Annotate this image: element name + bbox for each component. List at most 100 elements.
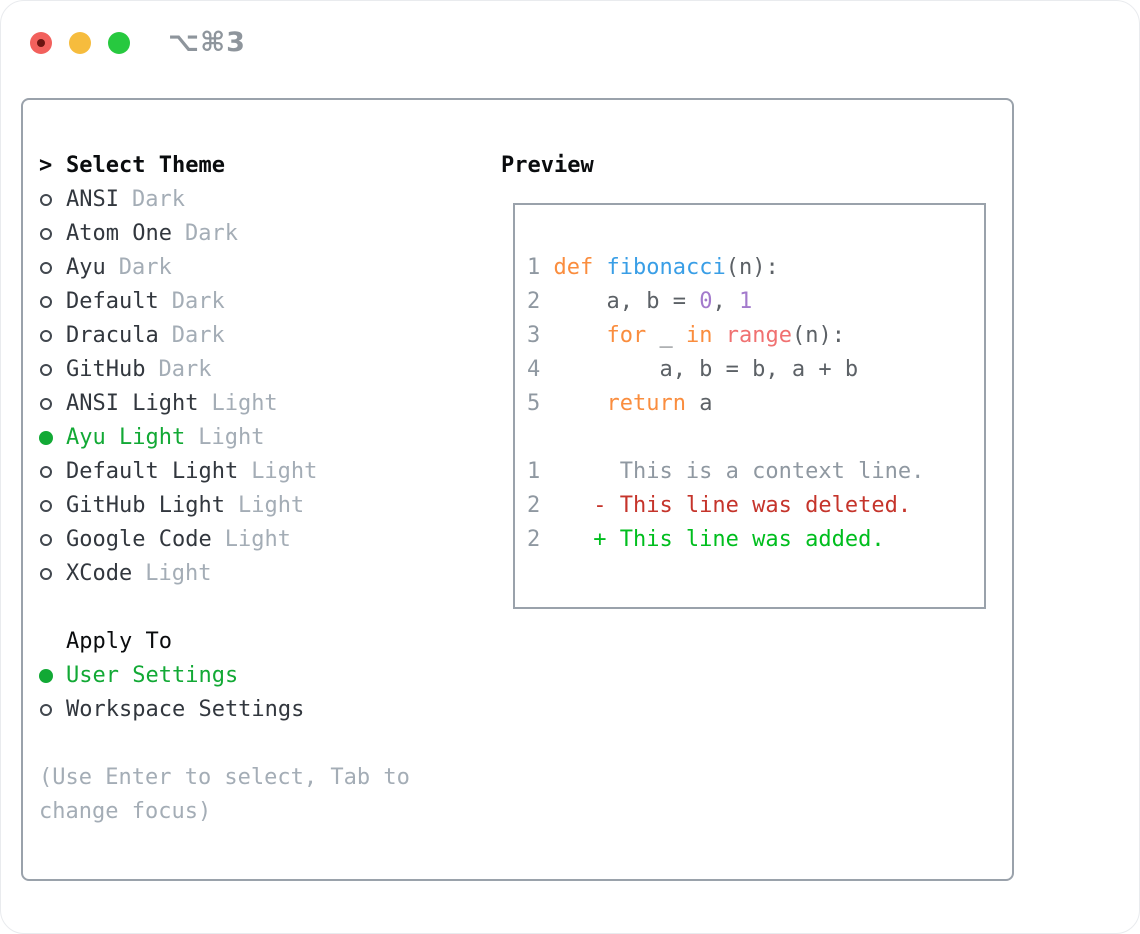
radio-icon: [39, 500, 66, 512]
code-token: ,: [712, 289, 739, 314]
variant-badge: Light: [198, 425, 265, 450]
preview-title: Preview: [501, 153, 594, 178]
line-number: 4: [527, 357, 541, 382]
radio-selected-icon: [39, 431, 66, 445]
radio-icon: [39, 534, 66, 546]
line-number: 5: [527, 391, 541, 416]
radio-icon: [39, 568, 66, 580]
code-token: return: [606, 391, 686, 416]
spacer: [39, 591, 410, 625]
option-label: Ayu: [66, 255, 106, 280]
zoom-button[interactable]: [108, 31, 130, 54]
line-number: [527, 421, 553, 455]
variant-badge: Dark: [158, 357, 212, 382]
radio-icon: [39, 194, 66, 206]
option-label: Dracula: [66, 323, 159, 348]
code-token: in: [685, 323, 713, 348]
theme-option-github-light[interactable]: GitHub Light Light: [39, 489, 410, 523]
theme-option-google-code[interactable]: Google Code Light: [39, 523, 410, 557]
variant-badge: Light: [251, 459, 318, 484]
variant-badge: Light: [145, 561, 212, 586]
line-number: 2: [527, 527, 541, 552]
minimize-button[interactable]: [69, 31, 91, 54]
close-button[interactable]: [30, 31, 52, 54]
code-token: 0: [699, 289, 713, 314]
code-token: def: [553, 255, 594, 280]
code-token: range: [725, 323, 792, 348]
option-label: Default Light: [66, 459, 239, 484]
radio-icon: [39, 466, 66, 478]
apply-to-title: Apply To: [66, 629, 172, 654]
option-label: ANSI: [66, 187, 119, 212]
preview-line: 2 a, b = 0, 1: [527, 285, 984, 319]
option-label: Atom One: [66, 221, 172, 246]
radio-icon: [39, 364, 66, 376]
line-number: 2: [527, 289, 541, 314]
theme-option-ansi[interactable]: ANSI Dark: [39, 183, 410, 217]
radio-icon: [39, 398, 66, 410]
preview-line: [527, 421, 984, 455]
code-token: 1: [738, 289, 753, 314]
code-token: for: [606, 323, 647, 348]
cursor-icon: >: [39, 153, 53, 178]
option-label: User Settings: [66, 663, 239, 688]
radio-icon: [39, 228, 66, 240]
preview-line: 1 This is a context line.: [527, 455, 984, 489]
apply-option-workspace-settings[interactable]: Workspace Settings: [39, 693, 410, 727]
help-text-line-2: change focus): [39, 799, 212, 824]
variant-badge: Dark: [171, 323, 225, 348]
code-token: a, b = b, a + b: [553, 357, 859, 382]
spacer: [39, 727, 410, 761]
code-token: - This line was deleted.: [553, 493, 912, 518]
theme-option-default[interactable]: Default Dark: [39, 285, 410, 319]
apply-to-header: Apply To: [39, 625, 410, 659]
line-number: 1: [527, 459, 541, 484]
radio-icon: [39, 296, 66, 308]
theme-option-ayu[interactable]: Ayu Dark: [39, 251, 410, 285]
radio-icon: [39, 330, 66, 342]
code-token: + This line was added.: [553, 527, 885, 552]
radio-icon: [39, 262, 66, 274]
variant-badge: Dark: [131, 187, 185, 212]
theme-option-github[interactable]: GitHub Dark: [39, 353, 410, 387]
code-token: [553, 387, 606, 421]
help-text-line-1: (Use Enter to select, Tab to: [39, 765, 410, 790]
variant-badge: Dark: [118, 255, 172, 280]
variant-badge: Light: [224, 527, 291, 552]
code-token: a: [685, 391, 713, 416]
option-label: ANSI Light: [66, 391, 199, 416]
window-shortcut-label: ⌥⌘3: [168, 27, 246, 58]
code-token: This is a context line.: [553, 459, 925, 484]
variant-badge: Dark: [171, 289, 225, 314]
preview-line: 2 - This line was deleted.: [527, 489, 984, 523]
code-token: _: [646, 323, 686, 348]
titlebar: ⌥⌘3: [30, 27, 246, 58]
option-label: GitHub Light: [66, 493, 225, 518]
theme-option-dracula[interactable]: Dracula Dark: [39, 319, 410, 353]
preview-line: 2 + This line was added.: [527, 523, 984, 557]
theme-option-default-light[interactable]: Default Light Light: [39, 455, 410, 489]
theme-option-ansi-light[interactable]: ANSI Light Light: [39, 387, 410, 421]
preview-line: 4 a, b = b, a + b: [527, 353, 984, 387]
variant-badge: Light: [237, 493, 305, 518]
select-theme-header: > Select Theme: [39, 149, 410, 183]
option-label: Default: [66, 289, 159, 314]
option-label: GitHub: [66, 357, 146, 382]
variant-badge: Light: [211, 391, 278, 416]
code-token: [593, 251, 606, 285]
select-theme-title: Select Theme: [66, 153, 225, 178]
option-label: Google Code: [66, 527, 212, 552]
code-token: (n):: [791, 323, 845, 348]
apply-option-user-settings[interactable]: User Settings: [39, 659, 410, 693]
radio-icon: [39, 704, 66, 716]
